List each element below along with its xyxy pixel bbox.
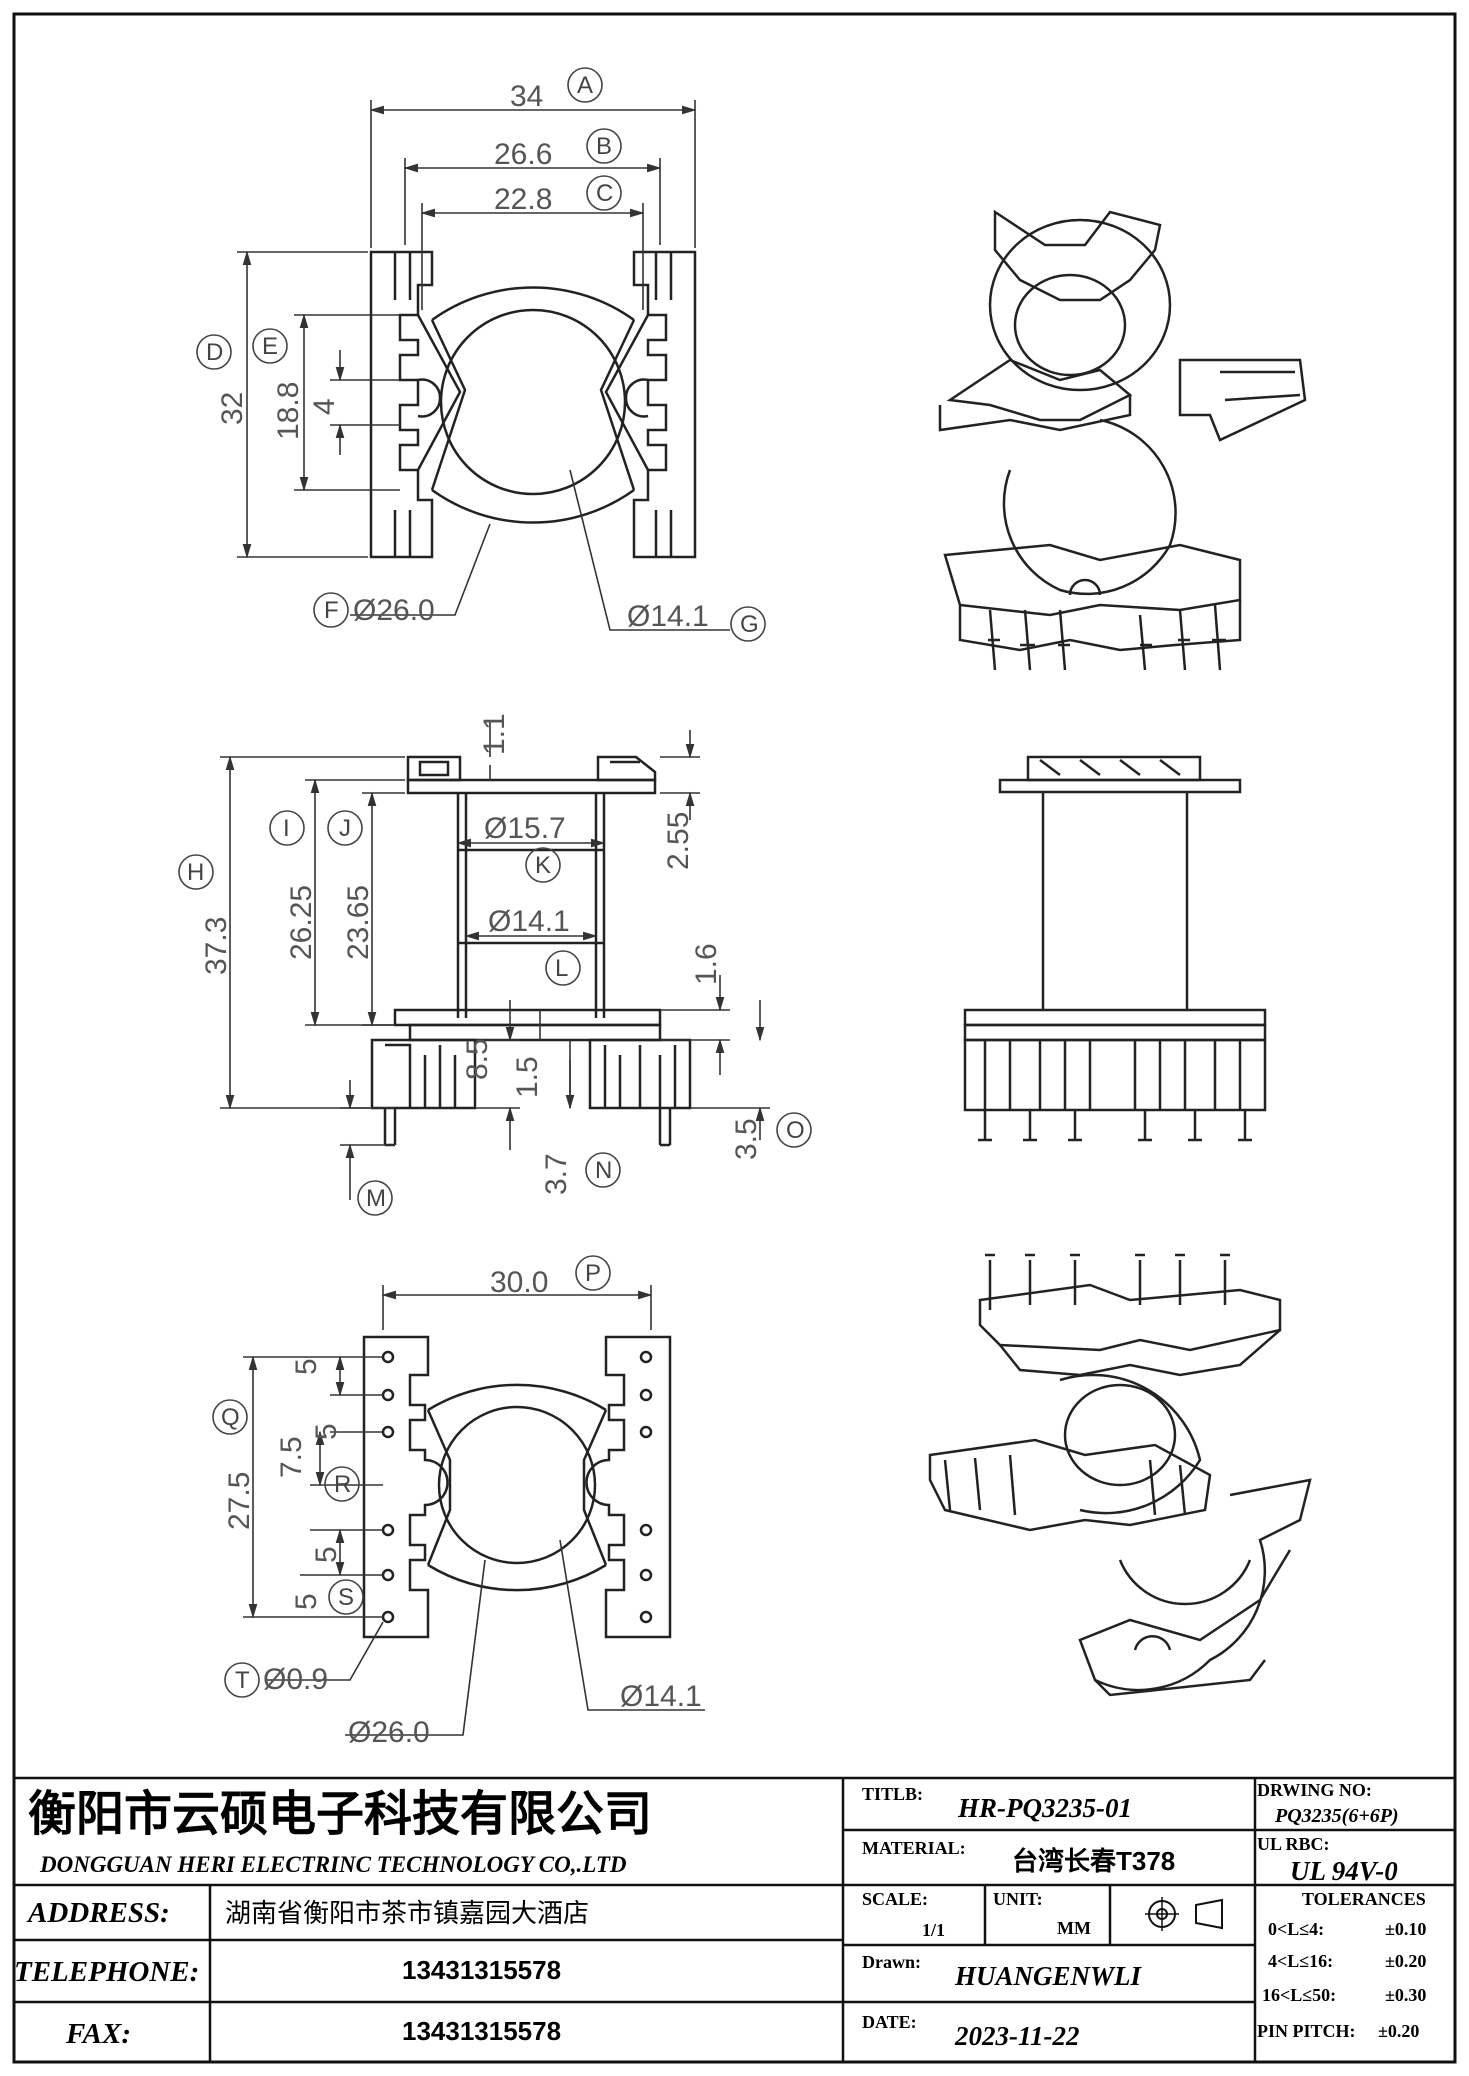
dim-r-value: 7.5 xyxy=(275,1436,308,1478)
address-value: 湖南省衡阳市茶市镇嘉园大酒店 xyxy=(225,1898,589,1928)
unit-value: MM xyxy=(1057,1918,1091,1938)
dim-b-letter: B xyxy=(596,133,612,160)
dim-step-value: 1.5 xyxy=(511,1056,544,1098)
dim-m-letter: M xyxy=(366,1185,386,1212)
dim-k-value: Ø15.7 xyxy=(484,812,566,845)
dim-c-value: 22.8 xyxy=(494,183,552,216)
drawing-no-label: DRWING NO: xyxy=(1257,1780,1372,1800)
dim-pitch2-value: 5 xyxy=(310,1423,343,1440)
dim-standoff-value: 8.5 xyxy=(461,1038,494,1080)
dim-f-value: Ø26.0 xyxy=(353,594,435,627)
unit-label: UNIT: xyxy=(993,1889,1043,1909)
top-view xyxy=(369,250,697,559)
dim-inner-value: Ø14.1 xyxy=(620,1680,702,1713)
ul-value: UL 94V-0 xyxy=(1290,1856,1398,1886)
dim-j-letter: J xyxy=(339,815,351,842)
drawing-no-value: PQ3235(6+6P) xyxy=(1274,1805,1399,1827)
dim-flange-h-value: 2.55 xyxy=(662,812,695,870)
top-view-dims xyxy=(237,100,730,631)
dim-outer-value: Ø26.0 xyxy=(348,1716,430,1749)
fax-value: 13431315578 xyxy=(402,2016,561,2046)
scale-value: 1/1 xyxy=(922,1920,945,1940)
dim-r-letter: R xyxy=(334,1471,351,1498)
tol-range-1: 0<L≤4: xyxy=(1268,1919,1324,1939)
dim-h-letter: H xyxy=(187,859,204,886)
dim-g-value: Ø14.1 xyxy=(627,600,709,633)
dim-d-value: 32 xyxy=(216,392,249,425)
dim-q-letter: Q xyxy=(221,1404,240,1431)
iso-view-front xyxy=(963,755,1267,1142)
pin-pitch-label: PIN PITCH: xyxy=(1257,2021,1356,2041)
iso-view-bottom xyxy=(928,1253,1312,1697)
dim-t-letter: T xyxy=(235,1667,250,1694)
dim-t-value: Ø0.9 xyxy=(263,1663,328,1696)
date-value: 2023-11-22 xyxy=(954,2021,1080,2051)
dim-q-value: 27.5 xyxy=(223,1472,256,1530)
address-label: ADDRESS: xyxy=(26,1897,170,1929)
fax-label: FAX: xyxy=(65,2018,131,2050)
dim-o-value: 3.5 xyxy=(730,1118,763,1160)
dim-b-value: 26.6 xyxy=(494,138,552,171)
tol-value-2: ±0.20 xyxy=(1385,1951,1426,1971)
dim-g-letter: G xyxy=(740,611,759,638)
ul-label: UL RBC: xyxy=(1257,1834,1330,1854)
material-value: 台湾长春T378 xyxy=(1012,1846,1175,1876)
telephone-label: TELEPHONE: xyxy=(14,1956,199,1988)
dim-s-letter: S xyxy=(338,1584,354,1611)
bottom-view-dims xyxy=(243,1285,705,1736)
dim-k-letter: K xyxy=(535,852,551,879)
scale-label: SCALE: xyxy=(862,1889,928,1909)
bottom-view-labels: 30.0 P 27.5 Q 5 5 7.5 R 5 5 S T Ø0.9 Ø26… xyxy=(212,1255,702,1749)
dim-j-value: 23.65 xyxy=(342,885,375,960)
dim-f-letter: F xyxy=(324,597,339,624)
dim-s-pitch-value: 5 xyxy=(310,1546,343,1563)
company-name-en: DONGGUAN HERI ELECTRINC TECHNOLOGY CO,.L… xyxy=(39,1852,627,1877)
telephone-value: 13431315578 xyxy=(402,1955,561,1985)
drawn-label: Drawn: xyxy=(862,1952,921,1972)
title-block-text: 衡阳市云硕电子科技有限公司 DONGGUAN HERI ELECTRINC TE… xyxy=(14,1780,1426,2051)
tol-value-1: ±0.10 xyxy=(1385,1919,1426,1939)
dim-i-value: 26.25 xyxy=(285,885,318,960)
sheet-border xyxy=(12,12,1457,2064)
dim-a-letter: A xyxy=(577,72,593,99)
company-name-cn: 衡阳市云硕电子科技有限公司 xyxy=(28,1786,652,1842)
dim-slot-value: 4 xyxy=(308,398,341,415)
iso-view-top xyxy=(938,209,1307,671)
dim-pitch-value: 5 xyxy=(290,1358,323,1375)
dim-n-value: 3.7 xyxy=(540,1153,573,1195)
dim-p-value: 30.0 xyxy=(490,1266,548,1299)
dim-o-letter: O xyxy=(786,1117,805,1144)
dim-e-value: 18.8 xyxy=(272,382,305,440)
dim-i-letter: I xyxy=(283,815,290,842)
dim-top-gap-value: 1.1 xyxy=(478,713,511,755)
side-view-dims xyxy=(220,720,770,1200)
title-label: TITLB: xyxy=(862,1784,923,1804)
dim-c-letter: C xyxy=(596,180,613,207)
dim-l-letter: L xyxy=(555,955,568,982)
dim-s-value: 5 xyxy=(290,1593,323,1610)
bottom-view xyxy=(362,1335,672,1639)
dim-e-letter: E xyxy=(262,333,278,360)
material-label: MATERIAL: xyxy=(862,1838,966,1858)
top-view-labels: 34 A 26.6 B 22.8 C 32 D 18.8 E 4 F Ø26.0… xyxy=(196,67,766,642)
dim-base-h-value: 1.6 xyxy=(690,943,723,985)
dim-h-value: 37.3 xyxy=(200,917,233,975)
title-block xyxy=(14,1776,1455,2062)
dim-d-letter: D xyxy=(206,339,223,366)
title-value: HR-PQ3235-01 xyxy=(957,1793,1132,1823)
drawn-value: HUANGENWLI xyxy=(954,1961,1143,1991)
dim-p-letter: P xyxy=(585,1260,601,1287)
dim-l-value: Ø14.1 xyxy=(488,905,570,938)
dim-a-value: 34 xyxy=(510,80,543,113)
tol-range-3: 16<L≤50: xyxy=(1262,1985,1336,2005)
tol-range-2: 4<L≤16: xyxy=(1268,1951,1333,1971)
tolerances-label: TOLERANCES xyxy=(1302,1889,1426,1909)
side-view-labels: 1.1 2.55 37.3 H 26.25 I 23.65 J Ø15.7 K … xyxy=(178,713,812,1216)
date-label: DATE: xyxy=(862,2012,917,2032)
pin-pitch-value: ±0.20 xyxy=(1378,2021,1419,2041)
tol-value-3: ±0.30 xyxy=(1385,1985,1426,2005)
dim-n-letter: N xyxy=(595,1157,612,1184)
